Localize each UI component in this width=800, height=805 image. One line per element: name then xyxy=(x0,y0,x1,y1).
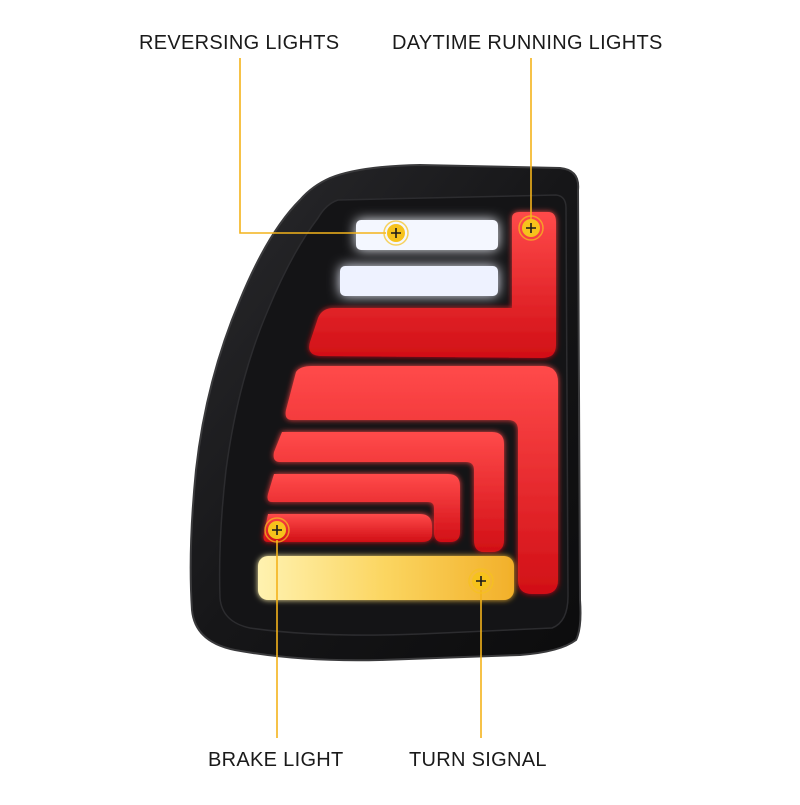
callout-line-reversing xyxy=(239,58,386,234)
turn-signal-bar xyxy=(258,556,514,600)
plus-marker-icon xyxy=(264,517,290,543)
daytime-running-lights-label: DAYTIME RUNNING LIGHTS xyxy=(392,32,663,54)
plus-marker-icon xyxy=(518,215,544,241)
callout-lines xyxy=(239,58,532,738)
turn-signal-label: TURN SIGNAL xyxy=(409,749,547,771)
brake-light-main xyxy=(285,366,558,594)
reversing-light-bar-lower xyxy=(340,266,498,296)
plus-marker-icon xyxy=(468,568,494,594)
brake-light-step-1 xyxy=(273,432,504,552)
reversing-lights-label: REVERSING LIGHTS xyxy=(139,32,340,54)
brake-light-step-3 xyxy=(263,514,432,542)
brake-light-step-2 xyxy=(267,474,460,542)
brake-light-label: BRAKE LIGHT xyxy=(208,749,344,771)
plus-marker-icon xyxy=(383,220,409,246)
reversing-light-bar-upper xyxy=(356,220,498,250)
drl-upper-segment xyxy=(309,212,556,358)
